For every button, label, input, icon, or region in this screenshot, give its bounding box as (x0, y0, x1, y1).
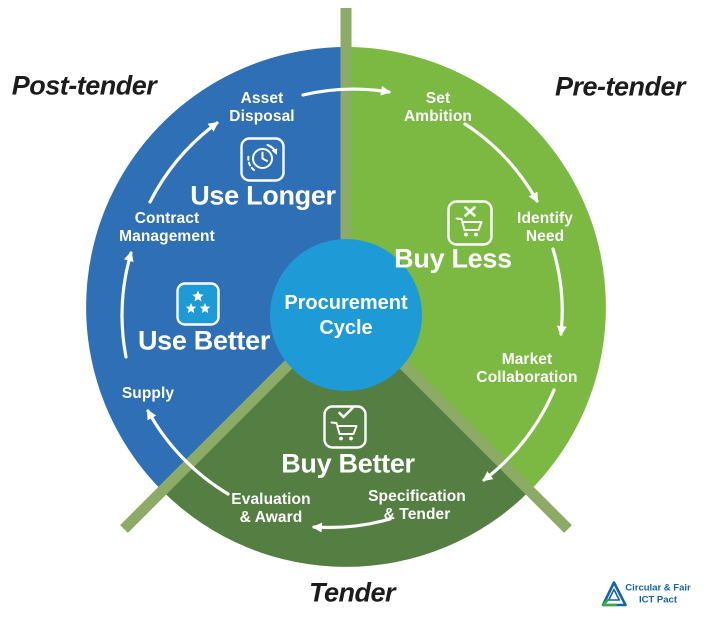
logo-text: Circular & Fair ICT Pact (625, 583, 690, 608)
center-label-line1: Procurement (284, 292, 408, 314)
arrow-set-ambition-to-identify-need (463, 122, 539, 203)
wedge-tender (162, 307, 530, 567)
three-stars-icon (176, 282, 220, 326)
strategy-label-use-better: Use Better (137, 325, 271, 356)
step-label-specification-tender: Specification & Tender (368, 488, 466, 523)
arrow-market-collaboration-to-specification (482, 388, 556, 482)
step-label-evaluation-award: Evaluation & Award (231, 491, 311, 526)
arrow-contract-management-to-asset-disposal (148, 121, 219, 204)
strategy-label-use-longer: Use Longer (190, 180, 336, 211)
cycle-arrows (120, 85, 567, 533)
center-label: Procurement Cycle (284, 291, 407, 341)
logo-triangle-icon (601, 581, 627, 607)
arrow-identify-need-to-market-collaboration (551, 247, 567, 336)
clock-history-icon (240, 137, 285, 182)
cart-x-icon (447, 200, 493, 246)
wedge-post-tender (86, 47, 347, 491)
phase-label-tender: Tender (308, 577, 396, 608)
step-label-supply: Supply (121, 385, 175, 403)
cart-check-icon (323, 405, 367, 449)
phase-label-pre-tender: Pre-tender (554, 71, 686, 102)
arrow-supply-to-contract-management (120, 251, 134, 359)
step-label-identify-need: Identify Need (517, 210, 573, 245)
arrow-evaluation-to-supply (146, 409, 230, 496)
step-label-contract-management: Contract Management (119, 210, 215, 245)
step-label-asset-disposal: Asset Disposal (229, 90, 295, 125)
center-label-line2: Cycle (319, 317, 373, 339)
phase-label-post-tender: Post-tender (11, 70, 157, 101)
step-label-market-collaboration: Market Collaboration (476, 351, 578, 386)
center-circle (270, 239, 422, 391)
wedge-pre-tender (346, 47, 606, 491)
step-label-set-ambition: Set Ambition (404, 90, 472, 125)
arrow-asset-disposal-to-set-ambition (301, 85, 391, 97)
logo-text-line2: ICT Pact (638, 595, 677, 606)
strategy-label-buy-better: Buy Better (281, 448, 415, 479)
logo-text-line1: Circular & Fair (625, 582, 691, 594)
strategy-label-buy-less: Buy Less (394, 243, 512, 274)
arrow-specification-to-evaluation (312, 517, 392, 533)
